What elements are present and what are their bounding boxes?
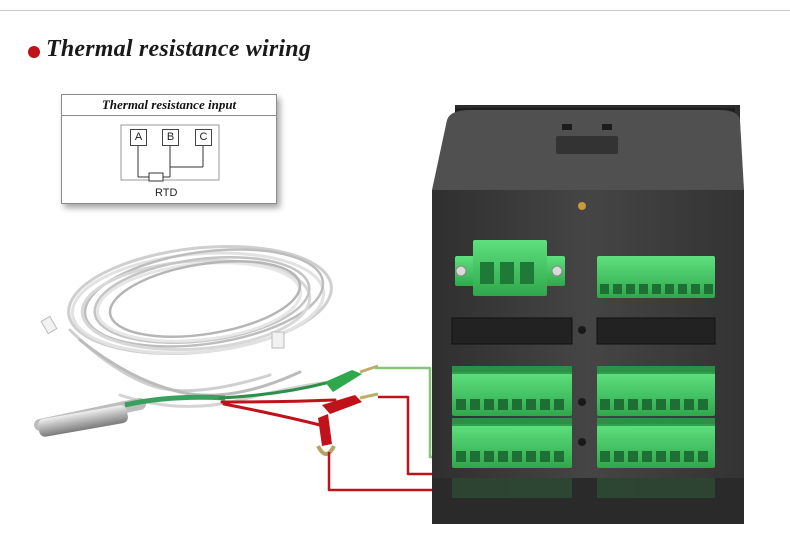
wiring-diagram: Thermal resistance input A B C RTD (61, 94, 277, 204)
terminal-b: B (162, 129, 179, 146)
rtd-circuit-icon (120, 124, 220, 182)
rtd-probe (34, 394, 226, 437)
spade-lugs (316, 364, 379, 456)
terminal-c: C (195, 129, 212, 146)
terminal-a: A (130, 129, 147, 146)
top-divider (0, 10, 790, 11)
section-header: Thermal resistance wiring (28, 36, 311, 63)
cable-coil (40, 244, 333, 408)
terminal-blocks (452, 240, 715, 468)
lead-wires (218, 380, 337, 427)
diagram-title: Thermal resistance input (62, 95, 276, 116)
page-title: Thermal resistance wiring (46, 36, 312, 62)
rtd-label: RTD (155, 187, 178, 199)
red-bullet-icon (28, 45, 40, 58)
reflection (452, 478, 715, 498)
